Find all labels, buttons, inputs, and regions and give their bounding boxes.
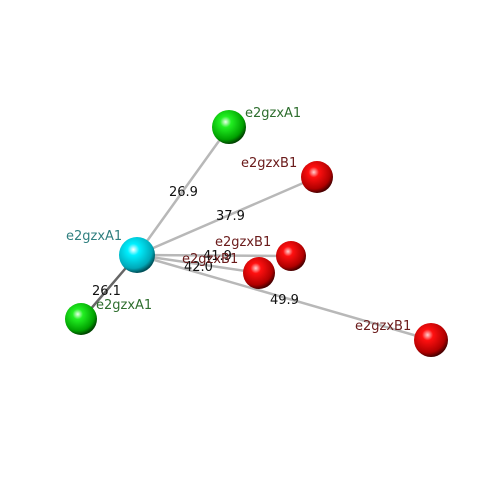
atom-g-bottom[interactable] bbox=[65, 303, 97, 335]
atom-g-top[interactable] bbox=[212, 110, 246, 144]
distance-label: 41.9 bbox=[203, 249, 232, 264]
atoms bbox=[65, 110, 448, 357]
distance-label: 37.9 bbox=[216, 209, 245, 224]
atom-r-4[interactable] bbox=[414, 323, 448, 357]
bond-to-r-3 bbox=[135, 253, 261, 275]
atom-label-r-1: e2gzxB1 bbox=[241, 156, 297, 171]
atom-r-3[interactable] bbox=[243, 257, 275, 289]
atom-label-g-top: e2gzxA1 bbox=[245, 106, 301, 121]
distance-label: 42.0 bbox=[184, 260, 213, 275]
atom-label-g-bottom: e2gzxA1 bbox=[96, 298, 152, 313]
bond-to-g-top bbox=[135, 125, 231, 257]
atom-r-2[interactable] bbox=[276, 241, 306, 271]
distance-label: 26.9 bbox=[169, 185, 198, 200]
atom-label-r-4: e2gzxB1 bbox=[355, 319, 411, 334]
atom-label-r-2: e2gzxB1 bbox=[215, 235, 271, 250]
atom-label-center: e2gzxA1 bbox=[66, 229, 122, 244]
bond-to-r-2 bbox=[135, 253, 293, 258]
distance-label: 26.1 bbox=[92, 284, 121, 299]
distance-labels: 26.9 37.9 41.9 42.0 49.9 26.1 bbox=[92, 185, 299, 308]
distance-label: 49.9 bbox=[270, 293, 299, 308]
bond-to-r-4 bbox=[135, 253, 433, 342]
atom-labels: e2gzxA1 e2gzxA1 e2gzxB1 e2gzxB1 e2gzxB1 … bbox=[66, 106, 411, 334]
atom-center[interactable] bbox=[119, 237, 155, 273]
bond-to-r-1 bbox=[135, 175, 319, 257]
atom-r-1[interactable] bbox=[301, 161, 333, 193]
atom-label-r-3: e2gzxB1 bbox=[182, 252, 238, 267]
